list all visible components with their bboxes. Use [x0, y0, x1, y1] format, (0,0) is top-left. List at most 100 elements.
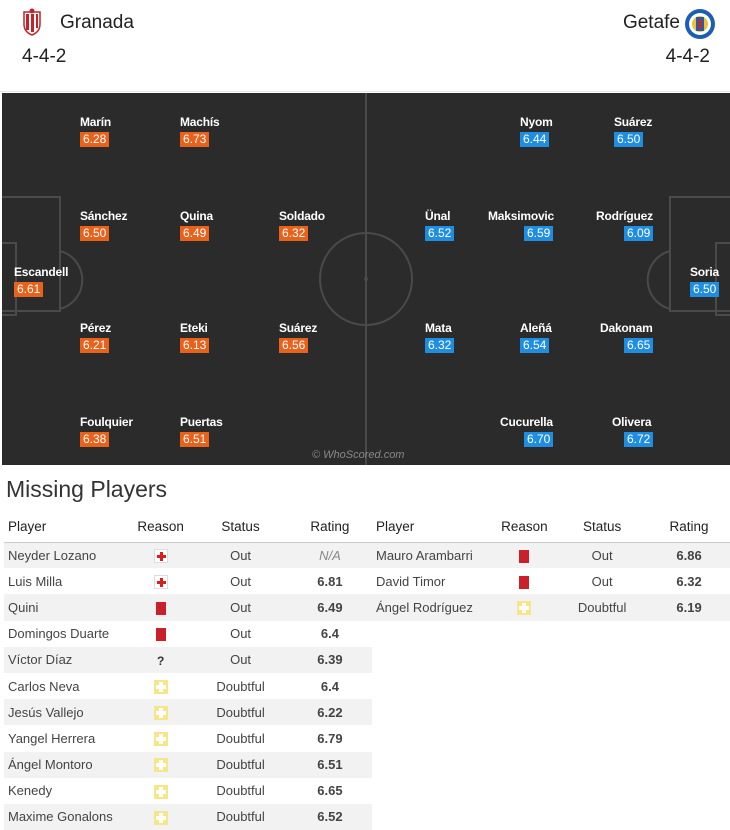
player-name: Rodríguez — [596, 209, 653, 223]
player-name: Maksimovic — [488, 209, 555, 223]
player-rating: 6.13 — [180, 338, 210, 353]
missing-player-name[interactable]: Maxime Gonalons — [4, 803, 129, 830]
missing-player-status: Out — [230, 626, 252, 642]
away-player[interactable]: Mata 6.32 — [425, 321, 505, 354]
getafe-crest-icon[interactable] — [684, 8, 716, 40]
player-rating: 6.65 — [624, 338, 654, 353]
missing-player-status: Out — [591, 573, 613, 589]
home-player[interactable]: Quina 6.49 — [180, 209, 260, 242]
player-name: Pérez — [80, 321, 112, 335]
missing-player-name[interactable]: Jesús Vallejo — [4, 699, 129, 726]
match-header: Granada 4-4-2 Getafe 4-4-2 — [0, 0, 730, 92]
missing-player-name[interactable]: Ángel Montoro — [4, 751, 129, 778]
missing-player-name[interactable]: David Timor — [376, 573, 446, 589]
missing-player-name[interactable]: Neyder Lozano — [4, 542, 129, 569]
away-player[interactable]: Cucurella 6.70 — [500, 415, 580, 448]
away-player[interactable]: Nyom 6.44 — [520, 115, 600, 148]
missing-player-rating: 6.86 — [648, 542, 730, 569]
reason-cell — [128, 673, 193, 699]
home-player[interactable]: Puertas 6.51 — [180, 415, 260, 448]
column-header-status[interactable]: Status — [193, 512, 288, 543]
red-card-icon — [519, 575, 530, 589]
missing-player-name[interactable]: Carlos Neva — [8, 678, 80, 694]
player-name: Eteki — [180, 321, 208, 335]
home-player[interactable]: Foulquier 6.38 — [80, 415, 160, 448]
missing-player-name[interactable]: Víctor Díaz — [4, 646, 129, 673]
missing-player-rating: N/A — [287, 542, 372, 569]
missing-player-rating: 6.39 — [287, 646, 372, 673]
home-player[interactable]: Pérez 6.21 — [80, 321, 160, 354]
player-name: Escandell — [14, 265, 69, 279]
away-player[interactable]: Soria 6.50 — [690, 265, 730, 298]
reason-cell — [128, 699, 194, 726]
player-rating: 6.38 — [80, 432, 110, 447]
red-card-icon — [155, 602, 166, 615]
red-card-icon — [519, 549, 530, 563]
missing-player-name[interactable]: Quini — [4, 594, 129, 621]
home-player[interactable]: Soldado 6.32 — [279, 209, 359, 242]
away-team-name[interactable]: Getafe — [622, 12, 680, 33]
home-player[interactable]: Suárez 6.56 — [279, 321, 359, 354]
away-player[interactable]: Rodríguez 6.09 — [596, 209, 676, 242]
home-player[interactable]: Marín 6.28 — [80, 115, 160, 148]
home-formation: 4-4-2 — [22, 46, 67, 67]
watermark: © WhoScored.com — [312, 449, 405, 461]
column-header-status[interactable]: Status — [556, 512, 649, 543]
reason-cell — [128, 568, 193, 594]
away-player[interactable]: Ünal 6.52 — [425, 209, 505, 242]
missing-player-name[interactable]: Domingos Duarte — [8, 626, 110, 642]
home-player[interactable]: Eteki 6.13 — [180, 321, 260, 354]
reason-cell — [492, 594, 557, 621]
home-player[interactable]: Machís 6.73 — [180, 115, 260, 148]
column-header-rating[interactable]: Rating — [287, 512, 372, 543]
column-header-rating[interactable]: Rating — [648, 512, 730, 543]
away-player[interactable]: Olivera 6.72 — [612, 415, 692, 448]
injury-icon — [153, 549, 168, 564]
missing-player-name[interactable]: Luis Milla — [8, 573, 63, 589]
away-player[interactable]: Aleñá 6.54 — [520, 321, 600, 354]
reason-cell — [128, 803, 194, 830]
missing-player-status: Doubtful — [193, 803, 288, 830]
away-player[interactable]: Maksimovic 6.59 — [488, 209, 568, 242]
column-header-player[interactable]: Player — [4, 512, 129, 543]
injury-icon — [153, 575, 168, 590]
away-missing-table: Player Reason Status Rating Mauro Aramba… — [372, 512, 730, 621]
missing-player-name[interactable]: Yangel Herrera — [8, 730, 96, 746]
missing-player-rating: 6.49 — [287, 594, 372, 621]
doubtful-icon — [517, 601, 532, 616]
missing-player-status: Doubtful — [216, 678, 265, 694]
missing-player-status: Out — [193, 646, 288, 673]
reason-cell — [493, 568, 556, 594]
reason-cell — [128, 594, 194, 621]
missing-player-status: Doubtful — [193, 751, 288, 778]
column-header-player[interactable]: Player — [372, 512, 493, 543]
missing-player-rating: 6.65 — [317, 783, 343, 799]
home-player[interactable]: Escandell 6.61 — [14, 265, 94, 298]
player-rating: 6.09 — [624, 226, 654, 241]
home-player[interactable]: Sánchez 6.50 — [80, 209, 160, 242]
missing-player-name[interactable]: Ángel Rodríguez — [372, 594, 493, 621]
granada-crest-icon[interactable] — [22, 8, 42, 36]
column-header-reason[interactable]: Reason — [128, 512, 194, 543]
doubtful-icon — [153, 706, 168, 720]
home-team-name[interactable]: Granada — [60, 12, 134, 33]
away-player[interactable]: Suárez 6.50 — [614, 115, 694, 148]
missing-players-title: Missing Players — [6, 476, 168, 502]
away-player[interactable]: Dakonam 6.65 — [600, 321, 680, 354]
column-header-reason[interactable]: Reason — [492, 512, 557, 543]
missing-player-name[interactable]: Mauro Arambarri — [372, 542, 493, 569]
doubtful-icon — [153, 784, 168, 799]
player-name: Quina — [180, 209, 214, 223]
player-rating: 6.50 — [614, 132, 644, 147]
missing-player-status: Doubtful — [216, 730, 265, 746]
missing-player-name[interactable]: Kenedy — [8, 783, 53, 799]
player-name: Aleñá — [520, 321, 552, 335]
reason-cell — [128, 725, 193, 751]
